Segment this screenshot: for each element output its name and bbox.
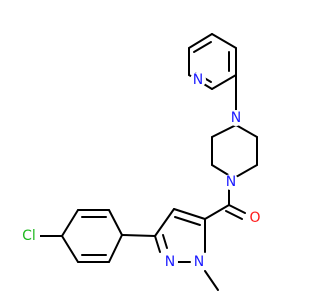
- bond: [174, 216, 201, 226]
- bond: [173, 208, 206, 220]
- bond: [228, 204, 246, 214]
- bond: [61, 209, 79, 237]
- atom-n-pyrazole-2: N: [162, 254, 178, 270]
- bond: [211, 33, 237, 49]
- bond: [204, 204, 230, 220]
- atom-label: N: [165, 254, 175, 270]
- bond: [235, 164, 258, 178]
- bond: [211, 74, 237, 90]
- bond: [211, 164, 231, 177]
- atom-cl: Cl: [18, 228, 40, 244]
- bond: [162, 234, 168, 249]
- atom-label: O: [249, 210, 260, 226]
- bond: [154, 208, 175, 237]
- atom-n-piperazine-top: N: [228, 110, 244, 126]
- atom-label: N: [193, 72, 203, 88]
- bond: [108, 209, 123, 236]
- bonds-layer: [37, 33, 258, 291]
- atom-label: N: [194, 254, 204, 270]
- atom-n-pyridine: N: [190, 72, 206, 88]
- bond: [211, 124, 237, 138]
- bond: [225, 210, 243, 220]
- structure-canvas: N N N O N N Cl: [18, 33, 263, 291]
- bond: [204, 270, 219, 291]
- bond: [121, 234, 156, 237]
- bond: [61, 235, 79, 263]
- atom-label: Cl: [22, 228, 36, 244]
- bond: [154, 235, 161, 253]
- atom-n-piperazine-bottom: N: [223, 174, 239, 190]
- bond: [193, 41, 212, 53]
- bond: [188, 33, 213, 49]
- atom-label: N: [231, 110, 241, 126]
- bond: [108, 234, 123, 263]
- bond: [235, 124, 258, 138]
- atom-labels-layer: N N N O N N Cl: [18, 72, 263, 270]
- atom-n-pyrazole-1: N: [191, 254, 207, 270]
- molecule-diagram: N N N O N N Cl: [18, 33, 263, 291]
- atom-label: N: [226, 174, 236, 190]
- atom-o-carbonyl: O: [247, 210, 263, 226]
